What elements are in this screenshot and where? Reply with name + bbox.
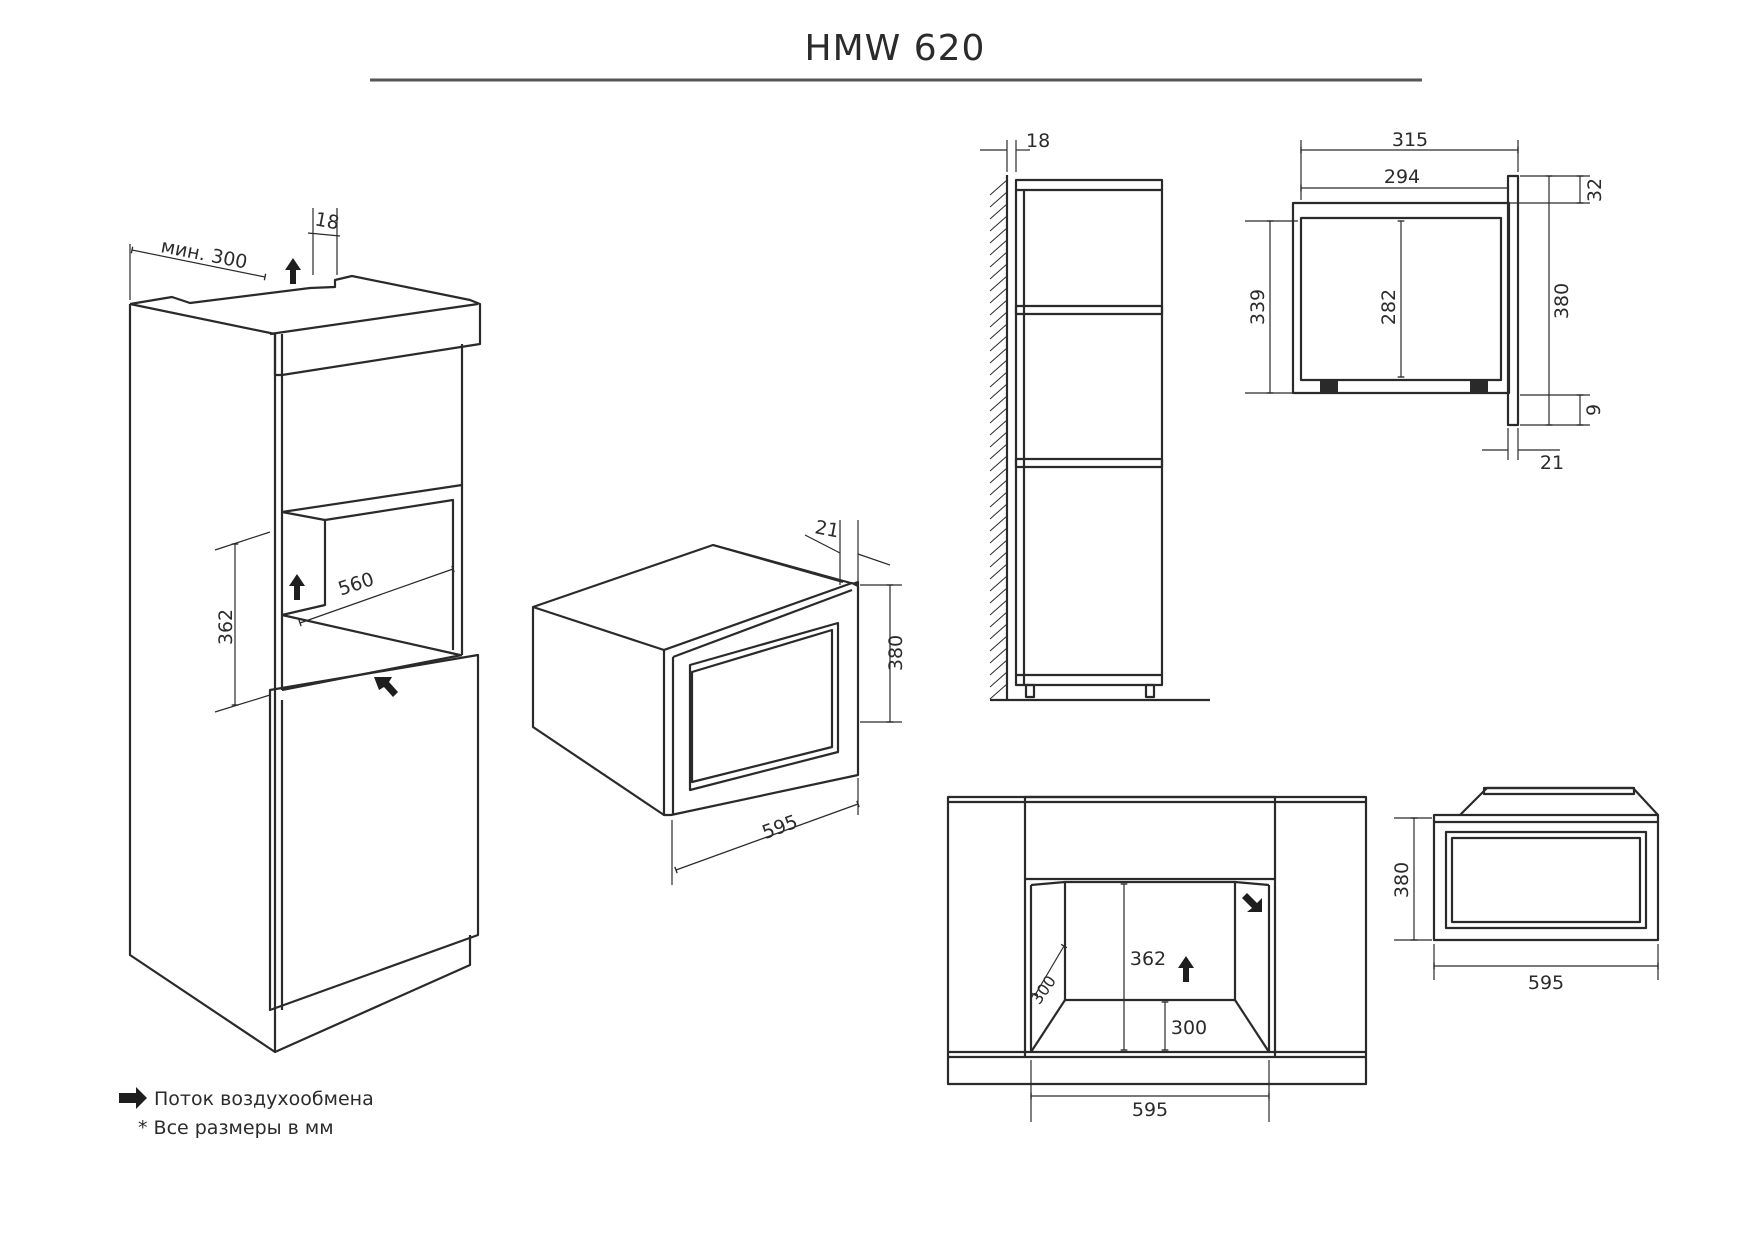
niche-width-label: 595: [1132, 1099, 1168, 1121]
legend-units-note: * Все размеры в мм: [138, 1117, 334, 1139]
front-view-width-label: 595: [1528, 972, 1564, 994]
profile-frame-thickness-label: 21: [1540, 452, 1564, 474]
airflow-arrow-icon: [119, 1087, 147, 1109]
niche-front-view: 362 300 300 595: [946, 795, 1368, 1122]
cabinet-top-gap-label: 18: [313, 208, 341, 234]
column-wall-gap-label: 18: [1026, 130, 1050, 152]
legend: Поток воздухообмена * Все размеры в мм: [119, 1087, 374, 1139]
appliance-side-profile: 315 294 339 282 380 32 9 21: [1245, 129, 1606, 474]
niche-height-label: 362: [1130, 948, 1166, 970]
profile-bottom-offset-label: 9: [1583, 404, 1605, 416]
front-view-height-label: 380: [1391, 862, 1413, 898]
appliance-width-label: 595: [759, 811, 801, 844]
profile-total-depth-label: 315: [1392, 129, 1428, 151]
appliance-height-label: 380: [885, 635, 907, 671]
cabinet-isometric-view: мин. 300 18 362 560: [128, 208, 482, 1054]
cabinet-min-clearance-label: мин. 300: [159, 235, 249, 273]
appliance-front-view: 380 595: [1391, 786, 1660, 994]
column-side-section: 18: [980, 130, 1210, 702]
profile-body-depth-label: 294: [1384, 166, 1420, 188]
profile-cavity-height-label: 282: [1378, 289, 1400, 325]
cabinet-niche-height-label: 362: [215, 609, 237, 645]
wall-hatching: [989, 179, 1008, 700]
profile-front-height-label: 380: [1551, 283, 1573, 319]
profile-body-height-label: 339: [1247, 289, 1269, 325]
foot-front: [1320, 380, 1338, 392]
appliance-isometric-view: 21 380 595: [531, 516, 907, 885]
profile-top-offset-label: 32: [1584, 178, 1606, 202]
cabinet-niche-depth-label: 560: [336, 568, 377, 600]
niche-floor-height-label: 300: [1171, 1017, 1207, 1039]
legend-airflow-label: Поток воздухообмена: [154, 1088, 374, 1110]
foot-rear: [1470, 380, 1488, 392]
page-title: HMW 620: [805, 28, 986, 69]
appliance-frame-depth-label: 21: [813, 516, 841, 542]
